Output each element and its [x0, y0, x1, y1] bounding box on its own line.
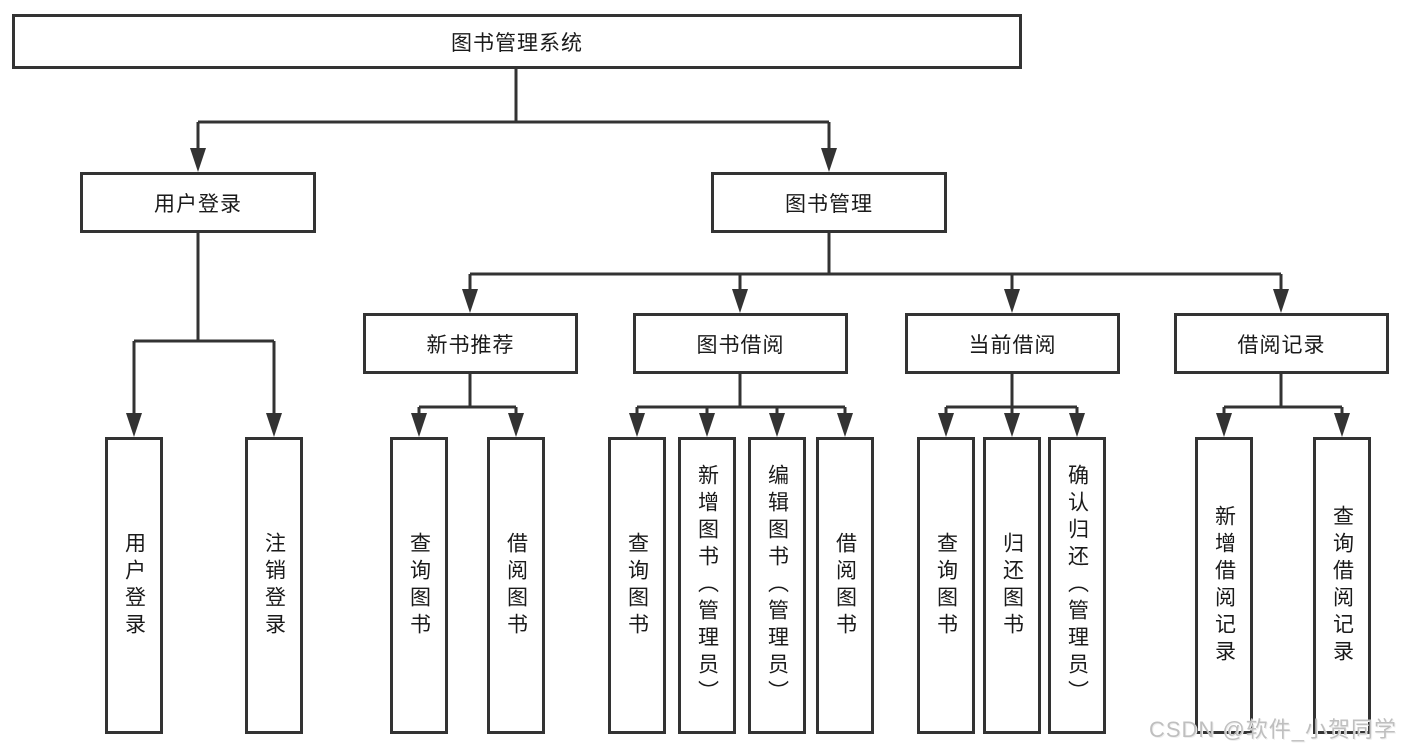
- node-book-management-label: 图书管理: [785, 192, 873, 216]
- leaf-query-books-borrow: 查询图书: [608, 437, 666, 734]
- node-user-login-label: 用户登录: [154, 192, 242, 216]
- node-borrow-records-label: 借阅记录: [1237, 333, 1326, 357]
- leaf-return-book-label: 归还图书: [1000, 531, 1024, 640]
- leaf-user-login-label: 用户登录: [122, 531, 146, 640]
- connector-recommend-to-leaves: [417, 374, 518, 415]
- connector-current-to-leaves: [944, 374, 1079, 415]
- connector-user-login-to-leaves: [132, 233, 276, 415]
- leaf-query-books-recommend: 查询图书: [390, 437, 448, 734]
- leaf-return-book: 归还图书: [983, 437, 1041, 734]
- watermark: CSDN @软件_小贺同学: [1148, 717, 1397, 742]
- leaf-query-books-borrow-label: 查询图书: [625, 531, 649, 640]
- node-new-book-recommend-label: 新书推荐: [426, 333, 515, 357]
- connector-root-to-level2: [196, 69, 831, 150]
- node-borrow-records: 借阅记录: [1174, 313, 1389, 374]
- leaf-edit-book-admin: 编辑图书（管理员）: [748, 437, 806, 734]
- leaf-borrow-books-recommend: 借阅图书: [487, 437, 545, 734]
- leaf-query-books-current: 查询图书: [917, 437, 975, 734]
- connector-records-to-leaves: [1222, 374, 1344, 415]
- leaf-borrow-books-recommend-label: 借阅图书: [504, 531, 528, 640]
- node-root-label: 图书管理系统: [451, 31, 583, 55]
- arrowheads: [126, 148, 1350, 437]
- leaf-confirm-return-admin-label: 确认归还（管理员）: [1065, 464, 1089, 707]
- node-root: 图书管理系统: [12, 14, 1022, 69]
- node-current-borrow-label: 当前借阅: [968, 333, 1057, 357]
- leaf-add-book-admin-label: 新增图书（管理员）: [695, 464, 719, 707]
- leaf-query-borrow-record: 查询借阅记录: [1313, 437, 1371, 734]
- leaf-logout: 注销登录: [245, 437, 303, 734]
- leaf-query-books-current-label: 查询图书: [934, 531, 958, 640]
- connector-book-mgmt-to-level3: [468, 233, 1283, 291]
- node-book-borrow-label: 图书借阅: [696, 333, 785, 357]
- leaf-logout-label: 注销登录: [262, 531, 286, 640]
- node-book-management: 图书管理: [711, 172, 947, 233]
- node-book-borrow: 图书借阅: [633, 313, 848, 374]
- leaf-add-borrow-record: 新增借阅记录: [1195, 437, 1253, 734]
- leaf-confirm-return-admin: 确认归还（管理员）: [1048, 437, 1106, 734]
- node-current-borrow: 当前借阅: [905, 313, 1120, 374]
- leaf-borrow-books: 借阅图书: [816, 437, 874, 734]
- node-new-book-recommend: 新书推荐: [363, 313, 578, 374]
- leaf-add-book-admin: 新增图书（管理员）: [678, 437, 736, 734]
- leaf-query-borrow-record-label: 查询借阅记录: [1330, 504, 1354, 667]
- leaf-edit-book-admin-label: 编辑图书（管理员）: [765, 464, 789, 707]
- node-user-login: 用户登录: [80, 172, 316, 233]
- connector-borrow-to-leaves: [635, 374, 847, 415]
- leaf-borrow-books-label: 借阅图书: [833, 531, 857, 640]
- leaf-add-borrow-record-label: 新增借阅记录: [1212, 504, 1236, 667]
- leaf-query-books-recommend-label: 查询图书: [407, 531, 431, 640]
- leaf-user-login: 用户登录: [105, 437, 163, 734]
